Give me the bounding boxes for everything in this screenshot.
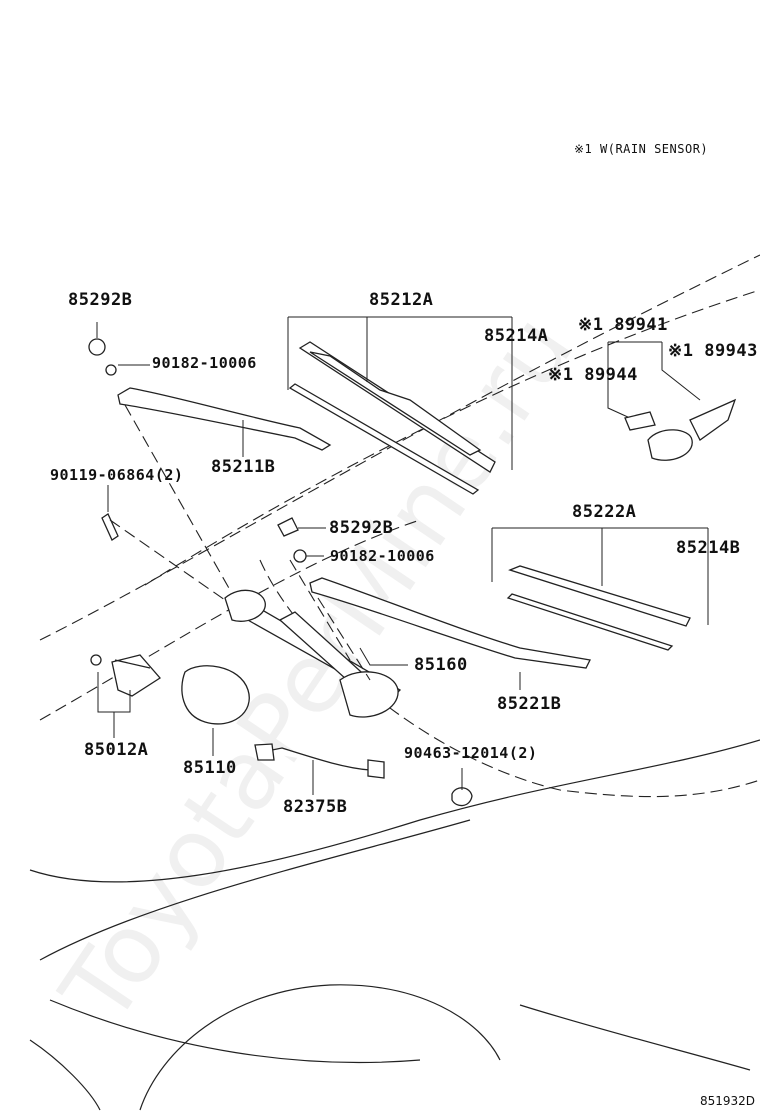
- windshield-outline-inner: [144, 289, 760, 586]
- windshield-outline: [39, 254, 760, 641]
- body-line-1: [29, 739, 760, 883]
- spring-bolt: [90, 654, 102, 666]
- rain-sensor-pad: [624, 411, 656, 431]
- label-89944: ※1 89944: [548, 365, 638, 385]
- wire-harness: [261, 747, 371, 771]
- clip-90463: [451, 787, 473, 807]
- arm-cap-85292B-mid: [277, 517, 299, 537]
- label-89941: ※1 89941: [578, 315, 668, 335]
- label-85214B: 85214B: [676, 538, 741, 558]
- fender-line: [139, 984, 501, 1111]
- wiper-blade-frame: [309, 351, 482, 456]
- arm-cap-85292B-top: [88, 338, 106, 356]
- body-line-2: [39, 819, 471, 961]
- blade-rubber-front: [288, 383, 480, 495]
- bumper-line: [519, 1004, 751, 1071]
- label-85221B: 85221B: [497, 694, 562, 714]
- diagram-code: 851932D: [700, 1094, 756, 1108]
- label-90182-top: 90182-10006: [152, 354, 257, 372]
- label-89943: ※1 89943: [668, 341, 758, 361]
- harness-connector-left: [254, 743, 275, 761]
- label-85222A: 85222A: [572, 502, 637, 522]
- wiper-arm-rear: [309, 577, 591, 669]
- wiper-arm-front: [117, 387, 332, 451]
- label-90463: 90463-12014(2): [404, 744, 538, 762]
- label-90119: 90119-06864(2): [50, 466, 184, 484]
- blade-rubber-rear: [506, 593, 674, 651]
- rain-sensor-cover: [689, 398, 737, 441]
- headlamp-line: [29, 1039, 101, 1111]
- cowl-outline: [39, 519, 421, 721]
- spring-bracket-85012A: [111, 654, 161, 697]
- wiper-motor: [181, 665, 250, 725]
- label-90182-mid: 90182-10006: [330, 547, 435, 565]
- bolt-90119: [101, 513, 119, 541]
- spring-coil: [114, 659, 151, 669]
- label-85292B-mid: 85292B: [329, 518, 394, 538]
- harness-connector-right: [367, 759, 385, 779]
- arm-nut-mid: [293, 549, 307, 563]
- rain-sensor-unit: [647, 429, 693, 461]
- label-85160: 85160: [414, 655, 468, 675]
- wiper-link-pivot-right: [339, 671, 399, 718]
- wiper-link-pivot-left: [224, 589, 266, 622]
- label-85212A: 85212A: [369, 290, 434, 310]
- label-85012A: 85012A: [84, 740, 149, 760]
- label-85292B-top: 85292B: [68, 290, 133, 310]
- rain-sensor-note: ※1 W(RAIN SENSOR): [574, 142, 709, 156]
- label-85211B: 85211B: [211, 457, 276, 477]
- wiper-blade-rear: [508, 565, 691, 627]
- label-85214A: 85214A: [484, 326, 549, 346]
- label-82375B: 82375B: [283, 797, 348, 817]
- label-85110: 85110: [183, 758, 237, 778]
- body-line-3: [49, 999, 421, 1064]
- arm-nut-top: [105, 364, 117, 376]
